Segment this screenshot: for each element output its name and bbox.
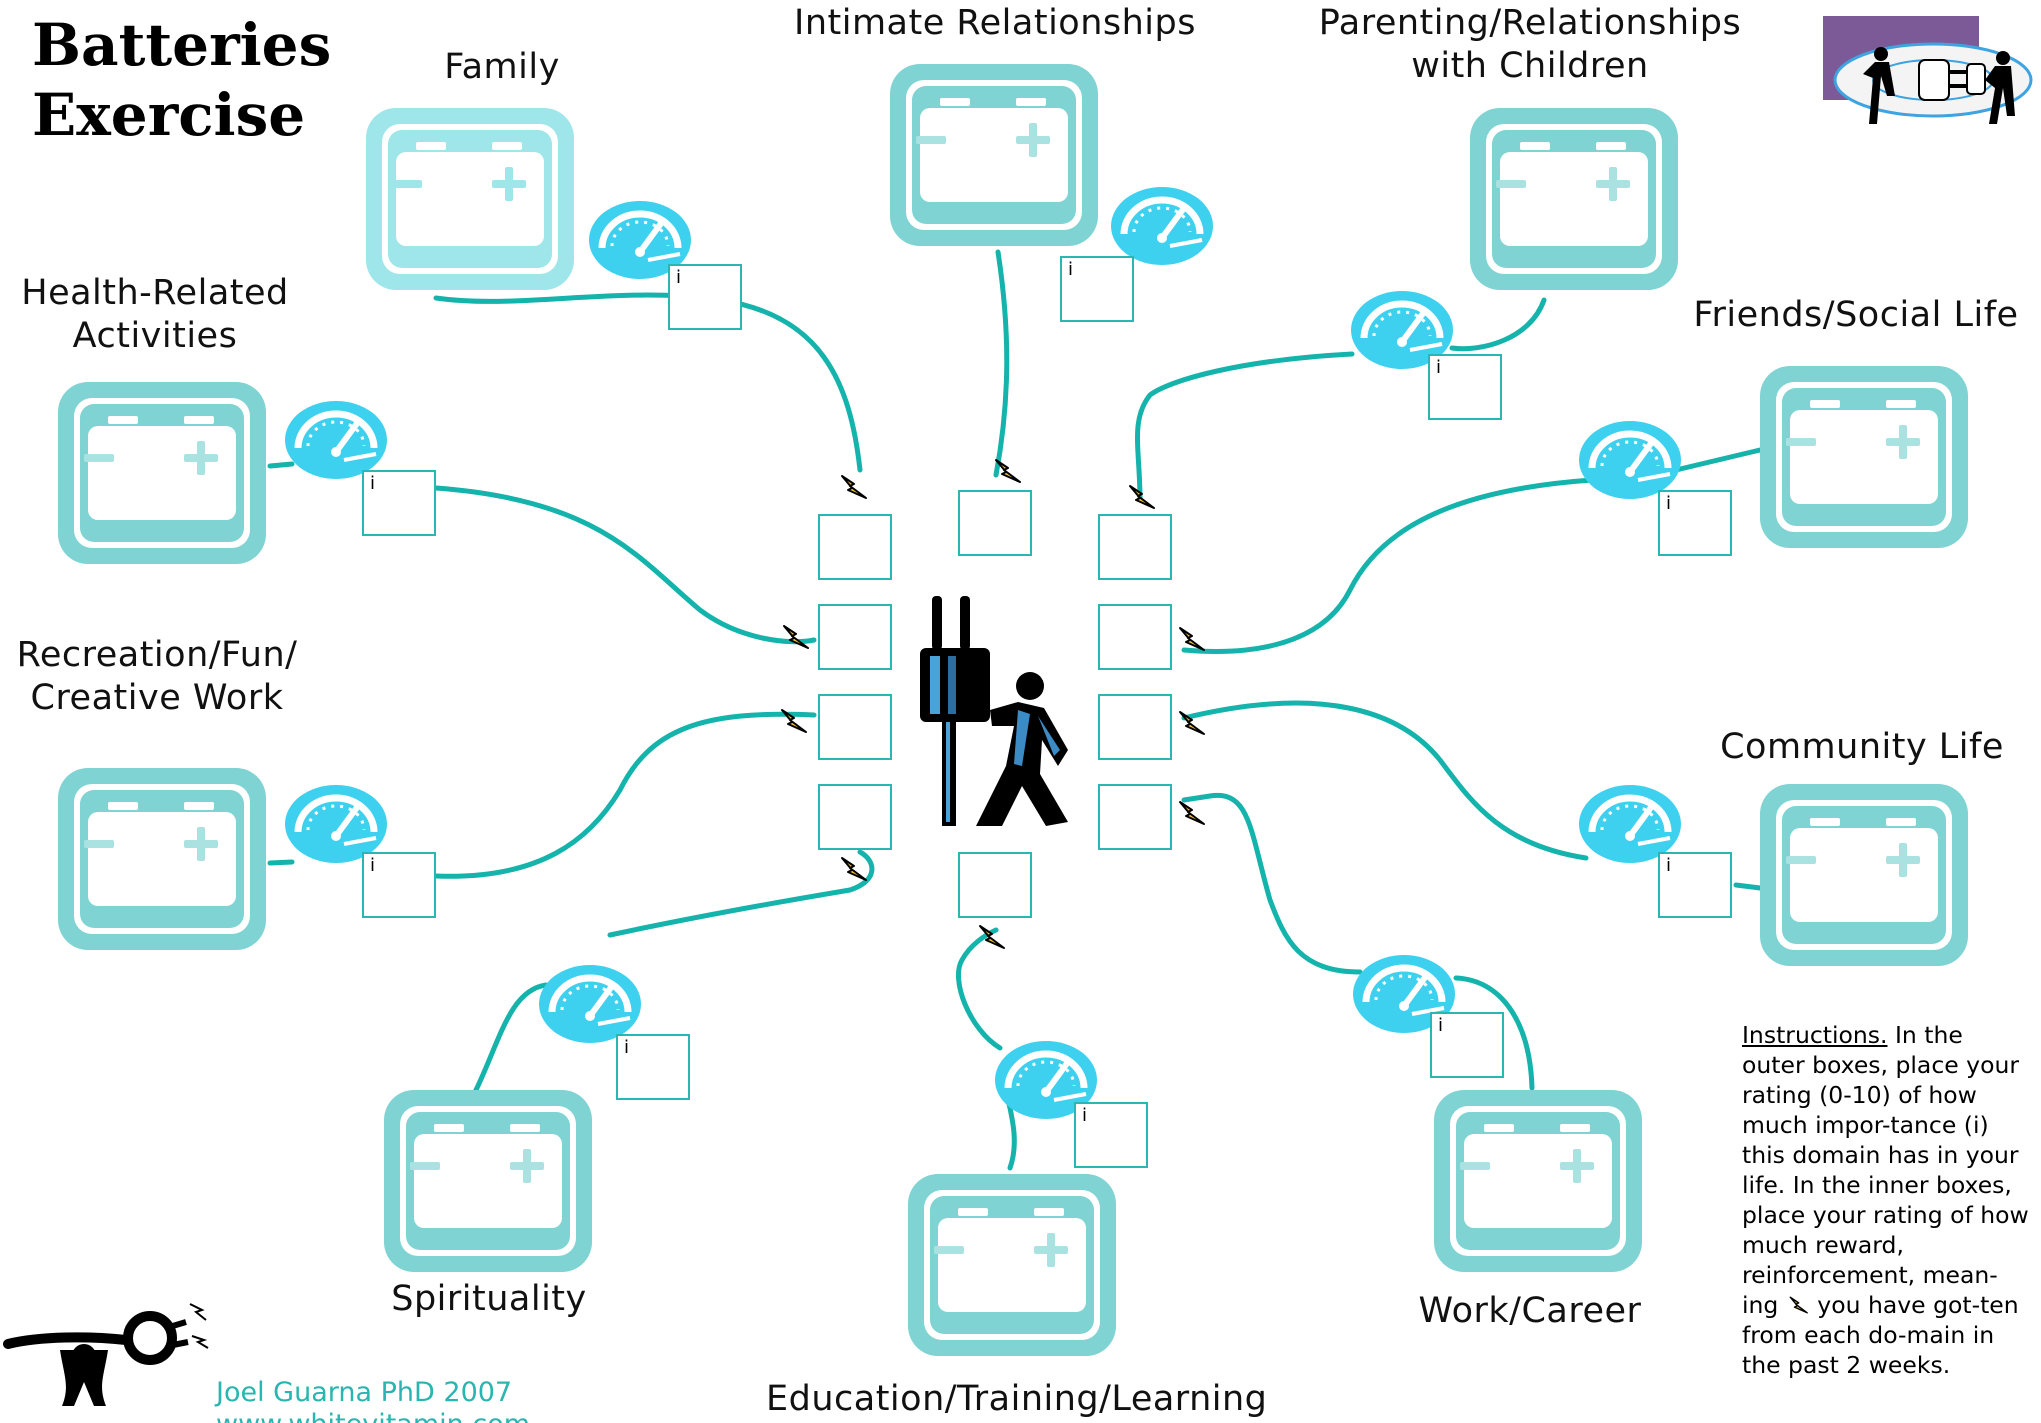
importance-box-education[interactable]: i	[1074, 1102, 1148, 1168]
wire-work	[1453, 975, 1535, 1091]
reward-box-spirituality[interactable]	[818, 784, 892, 850]
spark-icon	[1179, 801, 1205, 825]
author-credit: Joel Guarna PhD 2007	[216, 1377, 513, 1408]
label-health-line-2: Activities	[72, 316, 238, 356]
wire-spirituality-in	[607, 849, 875, 938]
importance-marker: i	[1068, 259, 1074, 280]
reward-box-health[interactable]	[818, 604, 892, 670]
wire-friends-in	[1181, 477, 1595, 654]
wire-work-in	[1181, 792, 1363, 975]
battery-health	[58, 382, 266, 564]
strongman-plug-logo	[3, 1303, 209, 1406]
label-parenting-line-1: Parenting/Relationships	[1318, 3, 1742, 43]
label-family: Family	[444, 47, 560, 87]
spark-icon	[841, 475, 867, 499]
wire-health-in	[433, 485, 817, 645]
importance-box-health[interactable]: i	[362, 470, 436, 536]
label-community: Community Life	[1720, 727, 2004, 767]
reward-box-community[interactable]	[1098, 694, 1172, 760]
importance-box-friends[interactable]: i	[1658, 490, 1732, 556]
importance-marker: i	[1666, 493, 1672, 514]
wire-friends	[1673, 447, 1763, 473]
importance-marker: i	[1666, 855, 1672, 876]
wire-parenting	[1449, 297, 1547, 352]
importance-box-recreation[interactable]: i	[362, 852, 436, 918]
spark-icon	[1179, 627, 1205, 651]
page-title: Batteries Exercise	[32, 10, 331, 150]
label-recreation-line-2: Creative Work	[30, 678, 284, 718]
wire-intimate	[993, 249, 1010, 478]
plug-tug-of-war-clipart	[1823, 16, 2033, 124]
label-parenting: Parenting/Relationships with Children	[1300, 2, 1760, 88]
label-health: Health-Related Activities	[10, 272, 300, 358]
gauge-icon-health	[285, 401, 387, 479]
importance-marker: i	[370, 473, 376, 494]
wire-health	[267, 461, 295, 469]
spark-icon	[1789, 1296, 1808, 1314]
wire-education-in	[955, 927, 1003, 1051]
title-line-1: Batteries	[32, 11, 332, 79]
gauge-icon-intimate	[1111, 187, 1213, 265]
title-line-2: Exercise	[32, 81, 306, 149]
person-holding-plug-figure	[920, 596, 1068, 826]
importance-marker: i	[676, 267, 682, 288]
battery-recreation	[58, 768, 266, 950]
reward-box-recreation[interactable]	[818, 694, 892, 760]
importance-box-family[interactable]: i	[668, 264, 742, 330]
importance-box-community[interactable]: i	[1658, 852, 1732, 918]
battery-spirituality	[384, 1090, 592, 1272]
wire-spirituality	[473, 982, 549, 1093]
importance-marker: i	[370, 855, 376, 876]
label-recreation: Recreation/Fun/ Creative Work	[4, 634, 310, 720]
wire-parenting-in	[1135, 351, 1355, 503]
wire-community	[1733, 882, 1763, 891]
spark-icon	[841, 857, 867, 881]
battery-community	[1760, 784, 1968, 966]
battery-friends	[1760, 366, 1968, 548]
instructions-lead: Instructions.	[1742, 1021, 1888, 1049]
label-friends: Friends/Social Life	[1693, 295, 2019, 335]
spark-icon	[783, 625, 809, 649]
reward-box-intimate[interactable]	[958, 490, 1032, 556]
label-education: Education/Training/Learning	[766, 1379, 1268, 1419]
wire-community-in	[1181, 700, 1589, 861]
label-parenting-line-2: with Children	[1411, 46, 1649, 86]
spark-icon	[995, 459, 1021, 483]
reward-box-education[interactable]	[958, 852, 1032, 918]
label-health-line-1: Health-Related	[21, 273, 289, 313]
instructions-body-2: you have got-ten from each do-main in th…	[1742, 1291, 2019, 1379]
battery-parenting	[1470, 108, 1678, 290]
battery-intimate	[890, 64, 1098, 246]
importance-marker: i	[1438, 1015, 1444, 1036]
reward-box-work[interactable]	[1098, 784, 1172, 850]
wire-recreation	[267, 859, 295, 866]
importance-marker: i	[1082, 1105, 1088, 1126]
label-intimate: Intimate Relationships	[794, 3, 1196, 43]
battery-education	[908, 1174, 1116, 1356]
wire-family	[433, 292, 863, 473]
reward-box-parenting[interactable]	[1098, 514, 1172, 580]
gauge-icon-friends	[1579, 421, 1681, 499]
instructions-text: Instructions. In the outer boxes, place …	[1742, 1020, 2032, 1380]
reward-box-family[interactable]	[818, 514, 892, 580]
instructions-body-1: In the outer boxes, place your rating (0…	[1742, 1021, 2029, 1319]
importance-marker: i	[624, 1037, 630, 1058]
importance-box-spirituality[interactable]: i	[616, 1034, 690, 1100]
importance-box-intimate[interactable]: i	[1060, 256, 1134, 322]
wire-recreation-in	[433, 711, 817, 879]
reward-box-friends[interactable]	[1098, 604, 1172, 670]
importance-box-parenting[interactable]: i	[1428, 354, 1502, 420]
label-work: Work/Career	[1418, 1291, 1642, 1331]
label-spirituality: Spirituality	[391, 1279, 587, 1319]
author-website: www.whitevitamin.com	[216, 1408, 530, 1423]
label-recreation-line-1: Recreation/Fun/	[16, 635, 298, 675]
gauge-icon-spirituality	[539, 965, 641, 1043]
battery-work	[1434, 1090, 1642, 1272]
battery-family	[366, 108, 574, 290]
importance-box-work[interactable]: i	[1430, 1012, 1504, 1078]
importance-marker: i	[1436, 357, 1442, 378]
